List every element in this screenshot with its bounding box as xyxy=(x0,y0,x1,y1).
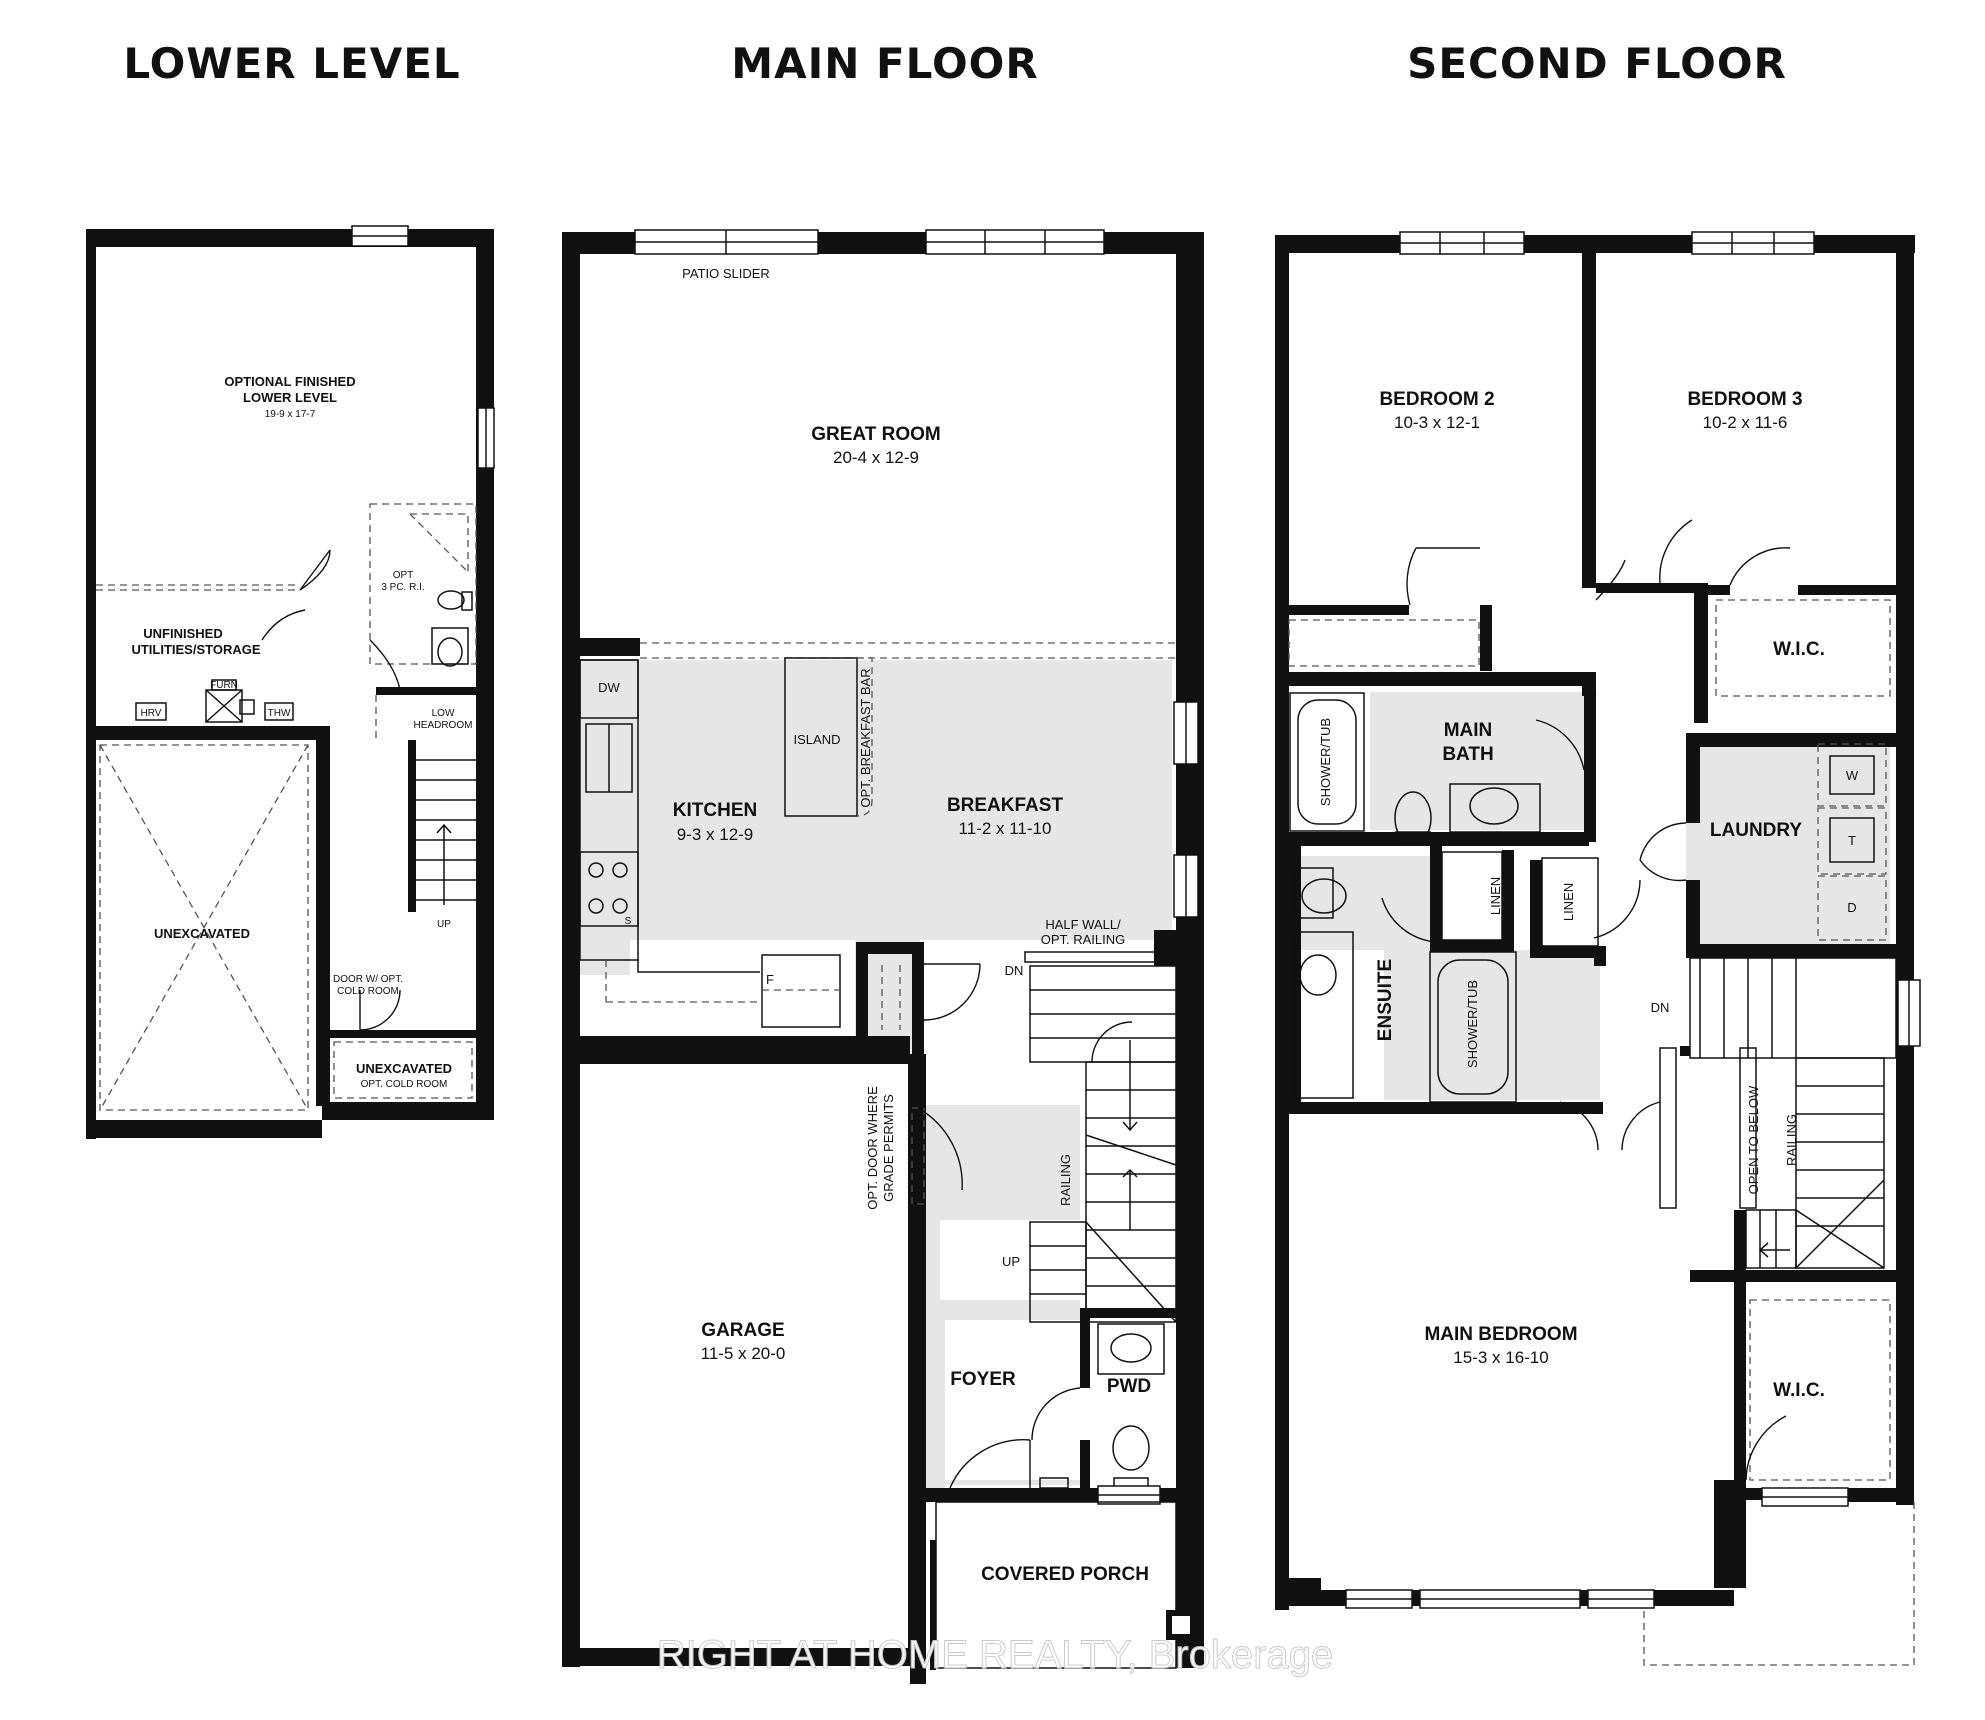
lower-low-headroom-l1: LOW xyxy=(432,708,455,719)
second-bedroom2-name: BEDROOM 2 xyxy=(1379,389,1494,410)
main-kitchen-name: KITCHEN xyxy=(673,800,757,821)
lower-optional-name2: LOWER LEVEL xyxy=(243,390,337,405)
second-wic1: W.I.C. xyxy=(1773,639,1825,660)
main-covered-porch: COVERED PORCH xyxy=(981,1564,1149,1585)
lower-opt-bath-l1: OPT xyxy=(393,570,414,581)
second-wic2: W.I.C. xyxy=(1773,1380,1825,1401)
second-railing: RAILING xyxy=(1784,1114,1799,1166)
second-dryer: D xyxy=(1847,900,1856,915)
main-patio-slider: PATIO SLIDER xyxy=(682,266,770,281)
main-railing: RAILING xyxy=(1058,1154,1073,1206)
lower-unexcavated2-sub: OPT. COLD ROOM xyxy=(361,1079,448,1090)
main-stove: S xyxy=(625,916,632,927)
main-opt-door-l1: OPT. DOOR WHERE xyxy=(865,1086,880,1210)
main-great-room-name: GREAT ROOM xyxy=(811,424,940,445)
main-breakfast-name: BREAKFAST xyxy=(947,795,1064,816)
lower-up: UP xyxy=(437,919,451,930)
second-linen-2: LINEN xyxy=(1561,883,1576,921)
main-kitchen-dim: 9-3 x 12-9 xyxy=(677,825,754,844)
main-half-wall-l1: HALF WALL/ xyxy=(1045,917,1121,932)
second-main-bedroom-dim: 15-3 x 16-10 xyxy=(1453,1348,1548,1367)
lower-unfinished-l1: UNFINISHED xyxy=(143,626,222,641)
lower-optional-dim: 19-9 x 17-7 xyxy=(265,409,316,420)
second-dn: DN xyxy=(1651,1000,1670,1015)
title-lower-level: LOWER LEVEL xyxy=(123,39,460,88)
main-garage-name: GARAGE xyxy=(701,1320,784,1341)
main-half-wall-l2: OPT. RAILING xyxy=(1041,932,1126,947)
second-open-to-below: OPEN TO BELOW xyxy=(1746,1085,1761,1194)
lower-hrv: HRV xyxy=(141,708,162,719)
lower-unexcavated: UNEXCAVATED xyxy=(154,926,250,941)
lower-low-headroom-l2: HEADROOM xyxy=(414,720,473,731)
second-bedroom3-dim: 10-2 x 11-6 xyxy=(1703,413,1788,432)
title-second-floor: SECOND FLOOR xyxy=(1407,39,1787,88)
lower-level-plan: OPTIONAL FINISHED LOWER LEVEL 19-9 x 17-… xyxy=(86,225,495,1139)
lower-unfinished-l2: UTILITIES/STORAGE xyxy=(131,642,260,657)
main-opt-door-l2: GRADE PERMITS xyxy=(881,1094,896,1202)
main-breakfast-bar: OPT. BREAKFAST BAR xyxy=(858,668,873,807)
second-tub: T xyxy=(1848,833,1856,848)
second-floor-plan: BEDROOM 2 10-3 x 12-1 BEDROOM 3 10-2 x 1… xyxy=(1275,231,1921,1666)
main-pwd: PWD xyxy=(1107,1376,1151,1397)
second-laundry: LAUNDRY xyxy=(1710,820,1803,841)
lower-thw: THW xyxy=(268,708,291,719)
title-main-floor: MAIN FLOOR xyxy=(731,39,1038,88)
main-up: UP xyxy=(1002,1254,1020,1269)
second-washer: W xyxy=(1846,768,1859,783)
lower-opt-bath-l2: 3 PC. R.I. xyxy=(381,582,424,593)
second-main-bedroom-name: MAIN BEDROOM xyxy=(1424,1324,1577,1345)
second-ensuite: ENSUITE xyxy=(1375,959,1396,1041)
lower-unexcavated2-name: UNEXCAVATED xyxy=(356,1061,452,1076)
main-dn: DN xyxy=(1005,963,1024,978)
main-garage-dim: 11-5 x 20-0 xyxy=(701,1344,786,1363)
lower-door-cold-l1: DOOR W/ OPT. xyxy=(333,974,403,985)
second-bedroom3-name: BEDROOM 3 xyxy=(1687,389,1802,410)
watermark: RIGHT AT HOME REALTY, Brokerage xyxy=(657,1633,1334,1677)
main-great-room-dim: 20-4 x 12-9 xyxy=(833,448,919,467)
main-floor-plan: PATIO SLIDER GREAT ROOM 20-4 x 12-9 DW I… xyxy=(562,229,1204,1684)
second-shower-tub-2: SHOWER/TUB xyxy=(1465,980,1480,1068)
main-foyer: FOYER xyxy=(950,1369,1016,1390)
lower-furn: FURN xyxy=(210,680,238,691)
main-breakfast-dim: 11-2 x 11-10 xyxy=(959,819,1052,838)
main-dw: DW xyxy=(598,680,620,695)
main-island: ISLAND xyxy=(794,732,841,747)
lower-optional-name1: OPTIONAL FINISHED xyxy=(224,374,355,389)
second-bedroom2-dim: 10-3 x 12-1 xyxy=(1394,413,1480,432)
second-main-bath-l2: BATH xyxy=(1442,744,1493,765)
main-fridge: F xyxy=(766,972,774,987)
second-main-bath-l1: MAIN xyxy=(1444,720,1493,741)
second-shower-tub-1: SHOWER/TUB xyxy=(1318,718,1333,806)
second-linen-1: LINEN xyxy=(1488,877,1503,915)
lower-door-cold-l2: COLD ROOM xyxy=(337,986,399,997)
